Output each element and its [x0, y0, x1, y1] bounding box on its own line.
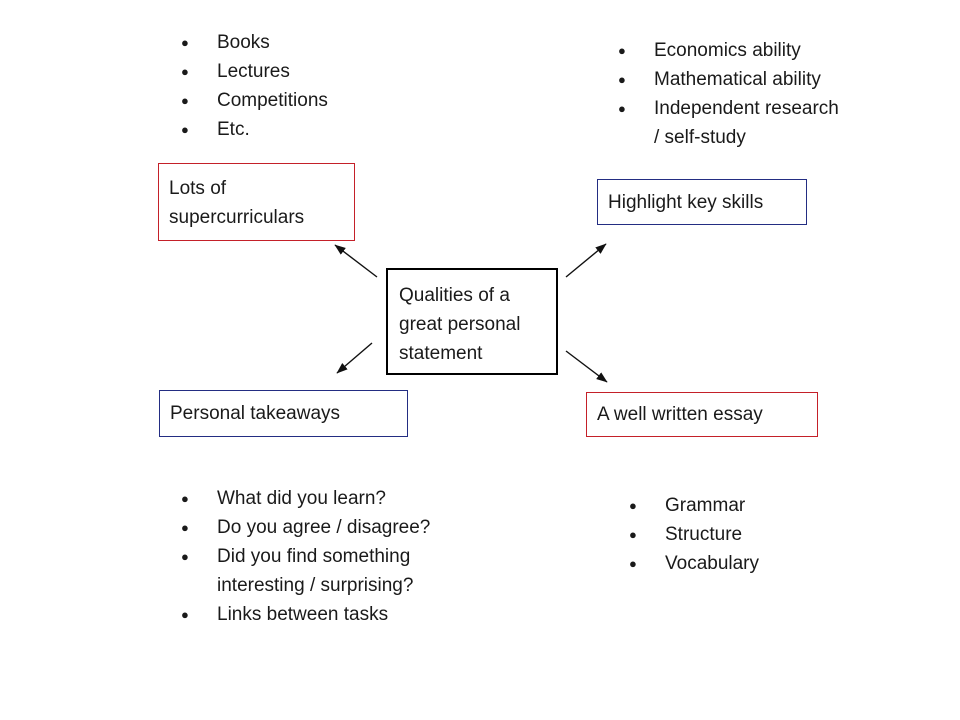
list-item-text: Independent research / self-study [654, 98, 839, 148]
bullet-icon: ● [181, 491, 189, 506]
list-item: ● Did you find something interesting / s… [181, 542, 430, 600]
node-qualities-of-great-personal-statement: Qualities of a great personal statement [386, 268, 558, 375]
list-item-text: Etc. [217, 119, 250, 140]
list-item-text: Vocabulary [665, 553, 760, 574]
list-item: ● Books [181, 28, 328, 57]
node-highlight-key-skills: Highlight key skills [597, 179, 807, 225]
bullet-icon: ● [618, 72, 626, 87]
bullet-icon: ● [181, 64, 189, 79]
bullet-icon: ● [181, 35, 189, 50]
list-item: ● Structure [629, 520, 759, 549]
list-item: ● Mathematical ability [618, 65, 839, 94]
list-item-text: Structure [665, 524, 743, 545]
list-item-text: Economics ability [654, 40, 801, 61]
bullet-icon: ● [629, 527, 637, 542]
list-item: ● Independent research / self-study [618, 94, 839, 152]
list-supercurriculars: ● Books ● Lectures ● Competitions ● Etc. [181, 28, 328, 144]
bullet-icon: ● [181, 122, 189, 137]
list-key-skills: ● Economics ability ● Mathematical abili… [618, 36, 839, 152]
bullet-icon: ● [629, 498, 637, 513]
bullet-icon: ● [181, 549, 189, 564]
list-item: ● Etc. [181, 115, 328, 144]
bullet-icon: ● [618, 43, 626, 58]
node-a-well-written-essay: A well written essay [586, 392, 818, 437]
bullet-icon: ● [181, 93, 189, 108]
list-personal-takeaways: ● What did you learn? ● Do you agree / d… [181, 484, 430, 629]
list-item-text: Mathematical ability [654, 69, 821, 90]
list-item: ● Do you agree / disagree? [181, 513, 430, 542]
list-item-text: Did you find something interesting / sur… [217, 546, 414, 596]
list-item-text: Grammar [665, 495, 746, 516]
bullet-icon: ● [181, 607, 189, 622]
arrow-center-to-essay [565, 350, 608, 383]
node-personal-takeaways: Personal takeaways [159, 390, 408, 437]
list-item-text: Books [217, 32, 270, 53]
list-item: ● Economics ability [618, 36, 839, 65]
node-lots-of-supercurriculars: Lots of supercurriculars [158, 163, 355, 241]
list-item-text: Do you agree / disagree? [217, 517, 431, 538]
list-item-text: Competitions [217, 90, 328, 111]
list-item-text: Links between tasks [217, 604, 389, 625]
list-item: ● Grammar [629, 491, 759, 520]
bullet-icon: ● [181, 520, 189, 535]
list-item: ● What did you learn? [181, 484, 430, 513]
arrow-center-to-supercurriculars [334, 244, 378, 278]
list-essay-qualities: ● Grammar ● Structure ● Vocabulary [629, 491, 759, 578]
list-item-text: What did you learn? [217, 488, 386, 509]
list-item: ● Lectures [181, 57, 328, 86]
arrow-center-to-skills [565, 243, 607, 278]
list-item: ● Vocabulary [629, 549, 759, 578]
list-item: ● Competitions [181, 86, 328, 115]
arrow-center-to-takeaways [336, 342, 373, 374]
list-item-text: Lectures [217, 61, 290, 82]
bullet-icon: ● [629, 556, 637, 571]
list-item: ● Links between tasks [181, 600, 430, 629]
bullet-icon: ● [618, 101, 626, 116]
